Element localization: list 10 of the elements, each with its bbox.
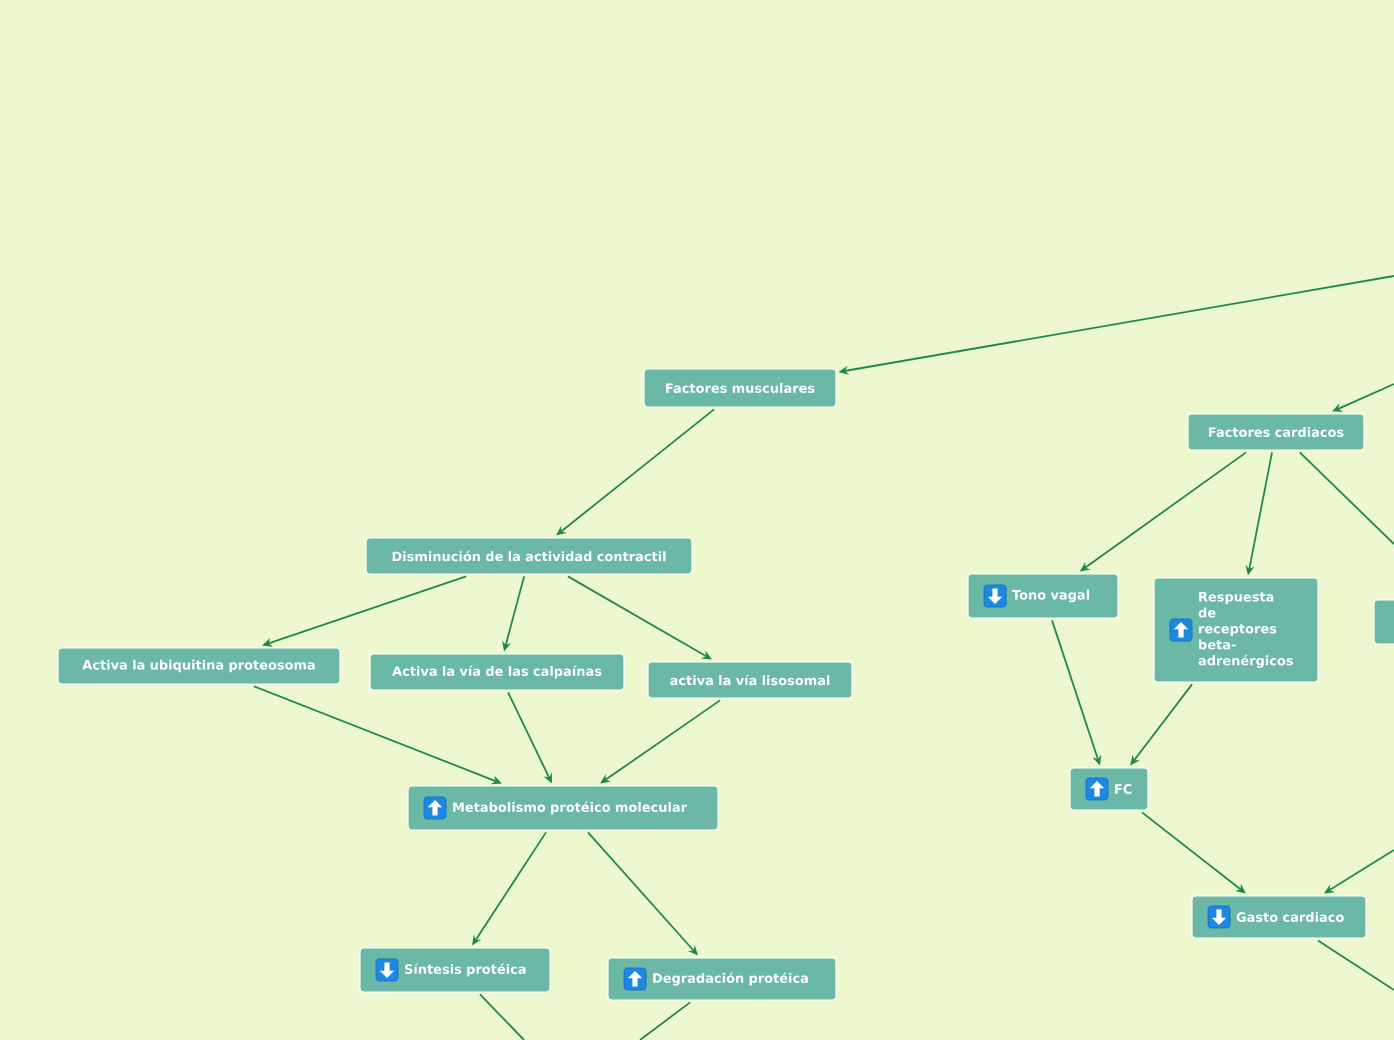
connector-line [1317,939,1394,991]
arrow [1324,849,1394,894]
arrow [1141,811,1246,894]
arrow [556,408,715,536]
arrow [567,575,712,660]
topic-box [1373,599,1394,645]
arrow [600,699,721,784]
connector-line [1298,451,1394,545]
connector-line [479,993,525,1040]
connector-line [639,1001,691,1040]
